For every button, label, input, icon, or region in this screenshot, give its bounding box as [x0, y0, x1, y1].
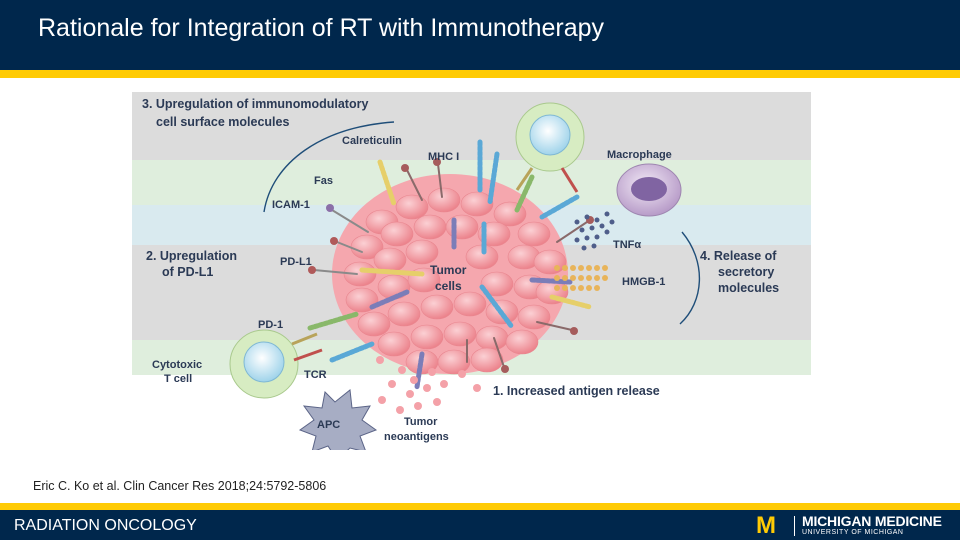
label-icam1: ICAM-1 — [272, 199, 310, 211]
label-step1: 1. Increased antigen release — [493, 384, 660, 398]
surface-receptors — [307, 139, 594, 390]
secreted-molecules — [554, 211, 615, 291]
slide-footer: RADIATION ONCOLOGY M MICHIGAN MEDICINE U… — [0, 510, 960, 540]
released-antigens — [376, 356, 481, 414]
arrow-step3 — [263, 121, 395, 213]
label-calreticulin: Calreticulin — [342, 135, 402, 147]
apc-star — [298, 389, 378, 461]
label-tumor-line2: cells — [435, 279, 462, 293]
cytotoxic-t-cell — [229, 329, 323, 399]
immunotherapy-diagram: 3. Upregulation of immunomodulatory cell… — [132, 92, 811, 461]
slide-header: Rationale for Integration of RT with Imm… — [0, 0, 960, 70]
label-fas: Fas — [314, 175, 333, 187]
label-cytotoxic-line1: Cytotoxic — [152, 359, 202, 371]
logo-divider — [794, 516, 795, 536]
label-neoantigens-line2: neoantigens — [384, 431, 449, 443]
label-step4-line3: molecules — [718, 281, 779, 295]
diagram-svg: 3. Upregulation of immunomodulatory cell… — [132, 92, 811, 461]
label-step3-line1: 3. Upregulation of immunomodulatory — [142, 97, 368, 111]
citation-text: Eric C. Ko et al. Clin Cancer Res 2018;2… — [33, 479, 327, 493]
slide-title: Rationale for Integration of RT with Imm… — [38, 14, 605, 42]
logo-main-text: MICHIGAN MEDICINE — [802, 513, 942, 529]
label-pd1: PD-1 — [258, 319, 283, 331]
department-name: RADIATION ONCOLOGY — [14, 517, 197, 534]
label-step2-line2: of PD-L1 — [162, 265, 213, 279]
label-cytotoxic-line2: T cell — [164, 373, 192, 385]
label-apc: APC — [317, 419, 340, 431]
apc-top-cell — [515, 102, 585, 193]
label-hmgb1: HMGB-1 — [622, 276, 665, 288]
label-tcr: TCR — [304, 369, 327, 381]
label-neoantigens-line1: Tumor — [404, 416, 438, 428]
label-macrophage: Macrophage — [607, 149, 672, 161]
label-mhc1: MHC I — [428, 151, 459, 163]
band-white — [132, 375, 811, 450]
logo-sub-text: UNIVERSITY OF MICHIGAN — [802, 529, 904, 536]
label-step3-line2: cell surface molecules — [156, 115, 289, 129]
label-step4-line2: secretory — [718, 265, 774, 279]
label-step4-line1: 4. Release of — [700, 249, 777, 263]
footer-accent-bar — [0, 503, 960, 510]
header-accent-bar — [0, 70, 960, 78]
label-step2-line1: 2. Upregulation — [146, 249, 237, 263]
block-m-logo-mark: M — [756, 512, 776, 539]
band-grey-top — [132, 92, 811, 160]
arrow-step4 — [679, 231, 701, 325]
label-pdl1: PD-L1 — [280, 256, 312, 268]
label-tumor-line1: Tumor — [430, 263, 467, 277]
macrophage-cell — [616, 163, 682, 217]
label-tnfa: TNFα — [613, 239, 641, 251]
